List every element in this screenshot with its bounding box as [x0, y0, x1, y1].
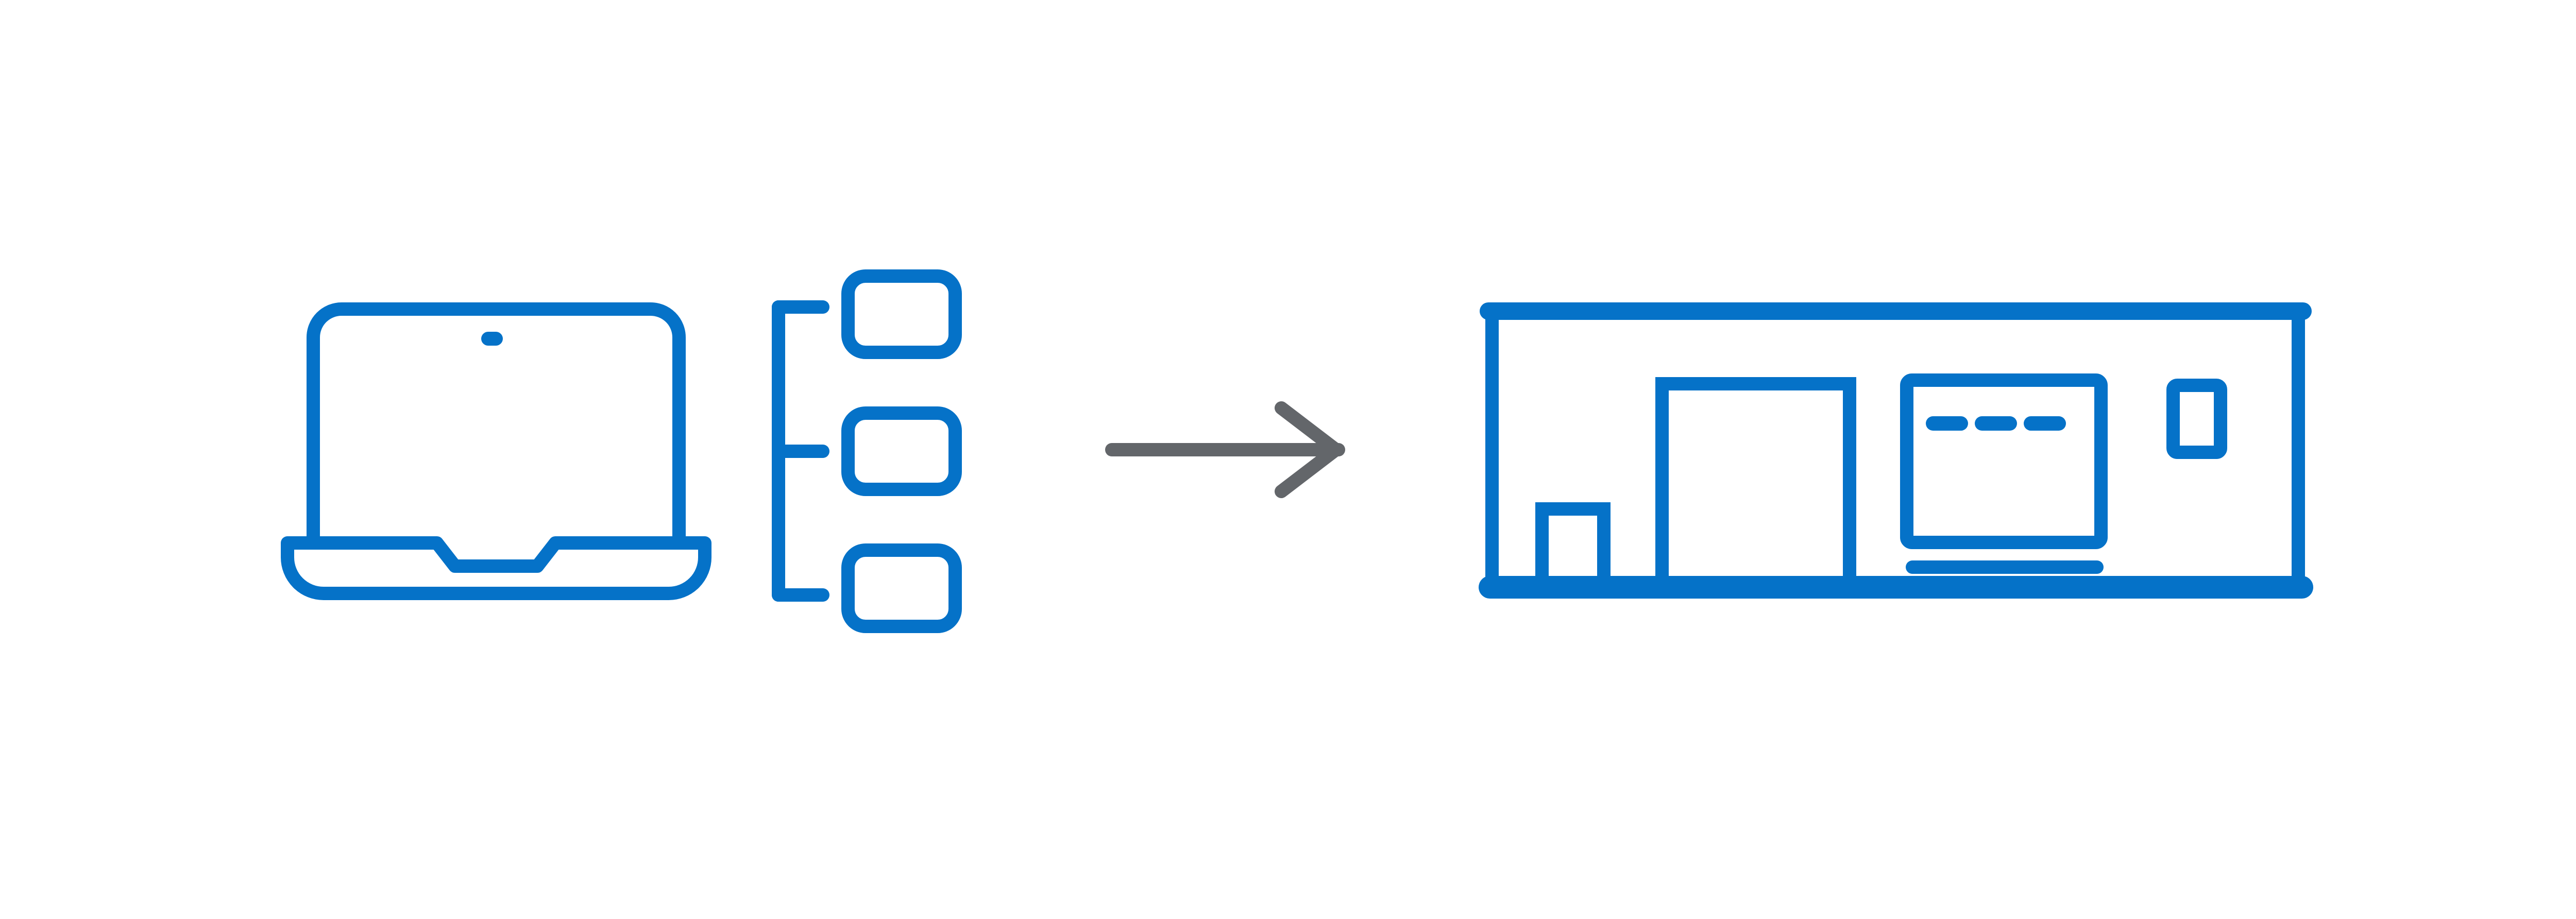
laptop-icon[interactable] — [281, 302, 711, 600]
tree-node-2[interactable] — [841, 406, 962, 496]
flow-arrow — [1105, 401, 1345, 498]
side-window[interactable] — [2166, 379, 2227, 459]
tall-column — [1655, 377, 1856, 576]
tree-node-3[interactable] — [841, 543, 962, 633]
short-column — [1535, 502, 1611, 576]
laptop-screen-bezel — [307, 302, 686, 548]
laptop-base-tray — [281, 536, 711, 600]
tree-node-1[interactable] — [841, 269, 962, 359]
server-rack-panel[interactable] — [1900, 373, 2108, 549]
datacenter-icon[interactable] — [1479, 302, 2313, 599]
hierarchy-tree-icon[interactable] — [772, 269, 962, 633]
arrow-head-icon — [1275, 401, 1343, 498]
laptop-camera-icon — [481, 332, 503, 346]
